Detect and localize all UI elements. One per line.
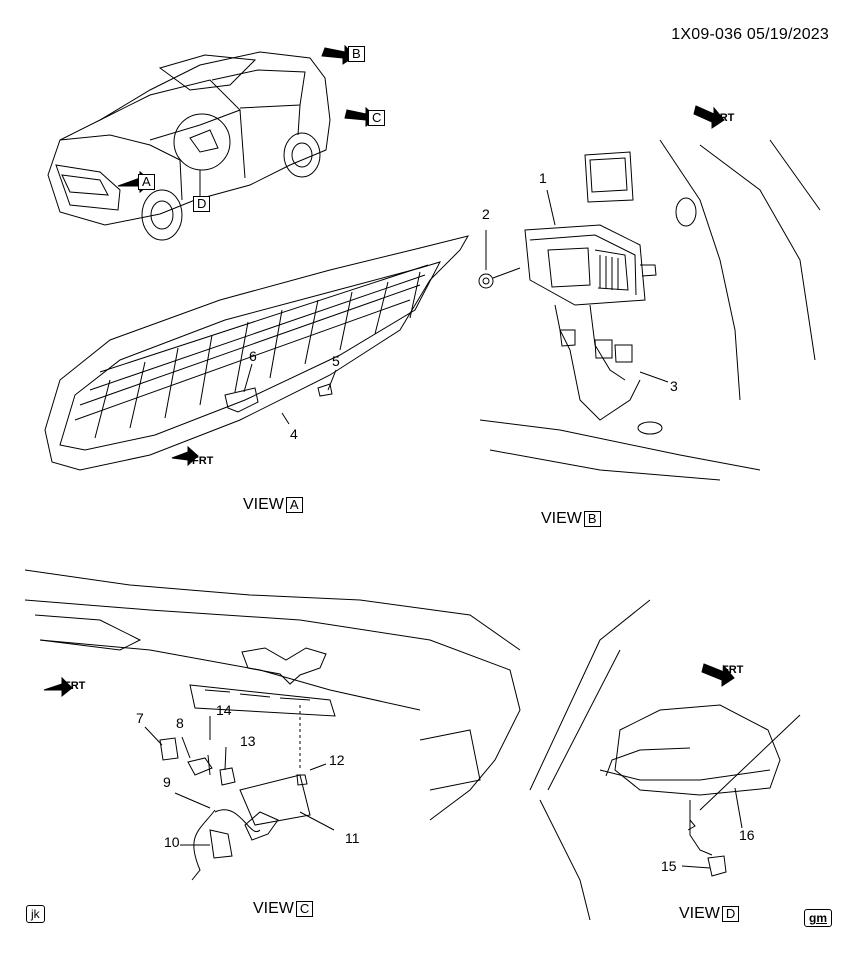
view-label-C-text: VIEW [253, 900, 294, 917]
frt-label-C: FRT [64, 680, 86, 692]
view-label-A-letter: A [285, 497, 303, 513]
view-label-A: VIEW A [243, 496, 303, 514]
liftgate [24, 569, 521, 821]
view-label-D: VIEW D [679, 905, 740, 923]
control-module [478, 189, 669, 421]
frt-arrow-A-icon [171, 445, 199, 467]
arrow-label-B: B [348, 46, 365, 62]
arrow-label-A: A [138, 174, 155, 190]
callout-4: 4 [290, 426, 298, 442]
callout-7: 7 [136, 710, 144, 726]
view-label-C: VIEW C [253, 900, 314, 918]
document-id: 1X09-036 05/19/2023 [671, 26, 829, 43]
gm-logo-badge: gm [804, 909, 832, 927]
callout-11: 11 [345, 830, 360, 846]
camera-bracket [224, 387, 259, 413]
view-label-B-letter: B [583, 511, 601, 527]
arrow-label-D: D [193, 196, 211, 212]
frt-arrow-C-icon [43, 676, 73, 698]
side-mirror [529, 599, 801, 921]
callout-1: 1 [539, 170, 547, 186]
callout-16: 16 [739, 827, 755, 843]
callout-13: 13 [240, 733, 256, 749]
view-label-B-text: VIEW [541, 510, 582, 527]
callout-2: 2 [482, 206, 490, 222]
view-label-A-text: VIEW [243, 496, 284, 513]
frt-label-B: FRT [713, 112, 735, 124]
callout-5: 5 [332, 353, 340, 369]
chevron-logo [241, 647, 327, 685]
arrow-label-C: C [368, 110, 386, 126]
frt-arrow-D-icon [701, 663, 735, 687]
callout-8: 8 [176, 715, 184, 731]
illustrator-badge: jk [26, 905, 45, 923]
callout-15: 15 [661, 858, 677, 874]
view-label-D-text: VIEW [679, 905, 720, 922]
callout-3: 3 [670, 378, 678, 394]
cargo-interior [479, 139, 821, 481]
liftgate-camera-parts [144, 716, 335, 881]
callout-6: 6 [249, 348, 257, 364]
view-label-B: VIEW B [541, 510, 601, 528]
frt-label-D: FRT [722, 664, 744, 676]
callout-14: 14 [216, 702, 232, 718]
callout-10: 10 [164, 834, 180, 850]
frt-label-A: FRT [192, 455, 214, 467]
view-label-C-letter: C [295, 901, 314, 917]
callout-9: 9 [163, 774, 171, 790]
frt-arrow-B-icon [693, 105, 725, 129]
vehicle-illustration [47, 44, 378, 241]
callout-12: 12 [329, 752, 345, 768]
grille-assembly [44, 235, 470, 471]
view-label-D-letter: D [721, 906, 740, 922]
